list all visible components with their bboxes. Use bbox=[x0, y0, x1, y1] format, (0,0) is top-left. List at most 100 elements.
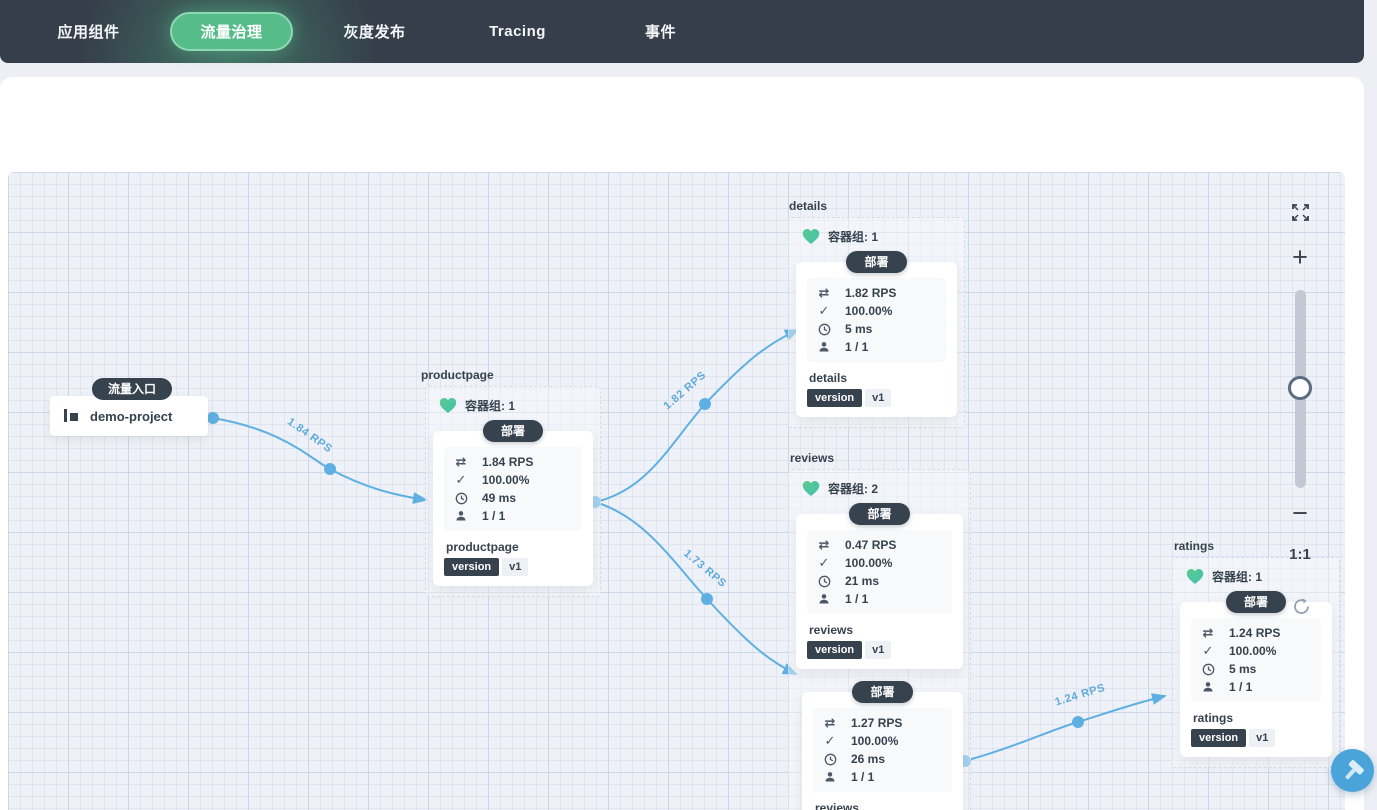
traffic-entry-badge: 流量入口 bbox=[92, 378, 173, 400]
edge-label-rps: 1.24 RPS bbox=[1054, 682, 1107, 709]
success-check-icon: ✓ bbox=[824, 733, 836, 748]
latency-value: 5 ms bbox=[845, 322, 873, 336]
pods-count-label: 容器组: 1 bbox=[1212, 570, 1263, 584]
tool-hammer-icon bbox=[1345, 759, 1364, 779]
tab-tracing[interactable]: Tracing bbox=[489, 23, 546, 40]
deployment-pill: 部署 bbox=[482, 420, 543, 442]
edge-mid-dot bbox=[699, 398, 711, 410]
service-node-productpage[interactable]: 容器组: 1 部署 ⇄ 1.84 RPS ✓ 100.00% 49 ms bbox=[425, 386, 601, 597]
deployment-card-ratings-v1[interactable]: ⇄ 1.24 RPS ✓ 100.00% 5 ms 1 / 1 bbox=[1180, 602, 1332, 757]
zoom-in-button[interactable]: + bbox=[1292, 242, 1308, 272]
deployment-card-reviews-v1[interactable]: ⇄ 0.47 RPS ✓ 100.00% 21 ms 1 / 1 bbox=[796, 514, 963, 669]
edge-productpage-details bbox=[594, 329, 800, 503]
replicas-value: 1 / 1 bbox=[1229, 680, 1253, 694]
top-navbar: 应用组件 流量治理 灰度发布 Tracing 事件 bbox=[0, 0, 1364, 63]
deployment-card-productpage-v1[interactable]: ⇄ 1.84 RPS ✓ 100.00% 49 ms 1 / 1 bbox=[433, 431, 593, 586]
active-tab-pill: 流量治理 bbox=[170, 12, 293, 51]
refresh-icon[interactable] bbox=[1291, 596, 1312, 617]
deployment-pill: 部署 bbox=[1225, 591, 1286, 613]
node-title-reviews: reviews bbox=[790, 451, 835, 465]
replicas-pods-icon bbox=[816, 341, 832, 353]
version-value-tag: v1 bbox=[1249, 729, 1276, 747]
entry-node-demo-project[interactable]: demo-project bbox=[50, 396, 208, 436]
rps-icon: ⇄ bbox=[1202, 625, 1214, 640]
latency-value: 49 ms bbox=[482, 491, 517, 505]
node-title-productpage: productpage bbox=[421, 368, 494, 382]
version-key-tag: version bbox=[1191, 729, 1247, 747]
deployment-name: reviews bbox=[815, 801, 860, 810]
tab-traffic-governance[interactable]: 流量治理 bbox=[160, 12, 303, 51]
rps-value: 1.24 RPS bbox=[1229, 626, 1281, 640]
rps-icon: ⇄ bbox=[824, 715, 836, 730]
replicas-value: 1 / 1 bbox=[482, 509, 506, 523]
version-key-tag: version bbox=[807, 389, 863, 407]
success-value: 100.00% bbox=[851, 734, 899, 748]
project-icon bbox=[64, 409, 78, 422]
latency-clock-icon bbox=[1200, 663, 1216, 676]
pods-count-label: 容器组: 1 bbox=[828, 230, 879, 244]
edge-label-rps: 1.84 RPS bbox=[285, 416, 334, 456]
tab-gray-release[interactable]: 灰度发布 bbox=[343, 24, 406, 41]
deployment-name: reviews bbox=[809, 623, 854, 637]
edge-mid-dot bbox=[701, 593, 713, 605]
pods-count-label: 容器组: 1 bbox=[465, 399, 516, 413]
tab-events[interactable]: 事件 bbox=[644, 24, 676, 41]
success-check-icon: ✓ bbox=[818, 555, 830, 570]
deployment-card-reviews-v2[interactable]: ⇄ 1.27 RPS ✓ 100.00% 26 ms 1 / 1 bbox=[802, 692, 963, 810]
deployment-name: ratings bbox=[1193, 711, 1234, 725]
replicas-pods-icon bbox=[816, 593, 832, 605]
success-check-icon: ✓ bbox=[818, 303, 830, 318]
rps-value: 1.84 RPS bbox=[482, 455, 534, 469]
replicas-value: 1 / 1 bbox=[845, 592, 869, 606]
deployment-pill: 部署 bbox=[846, 251, 907, 273]
pods-count-label: 容器组: 2 bbox=[828, 482, 879, 496]
edge-mid-dot bbox=[324, 463, 336, 475]
version-key-tag: version bbox=[444, 558, 500, 576]
health-heart-icon bbox=[1186, 569, 1204, 584]
edge-label-rps: 1.73 RPS bbox=[681, 547, 728, 590]
rps-value: 0.47 RPS bbox=[845, 538, 897, 552]
zoom-slider-thumb[interactable] bbox=[1288, 376, 1312, 400]
version-value-tag: v1 bbox=[502, 558, 529, 576]
success-value: 100.00% bbox=[845, 304, 893, 318]
replicas-pods-icon bbox=[1200, 681, 1216, 693]
success-value: 100.00% bbox=[482, 473, 530, 487]
latency-value: 26 ms bbox=[851, 752, 886, 766]
replicas-value: 1 / 1 bbox=[851, 770, 875, 784]
latency-clock-icon bbox=[822, 753, 838, 766]
entry-node-label: demo-project bbox=[90, 408, 173, 424]
rps-icon: ⇄ bbox=[455, 454, 467, 469]
deployment-pill: 部署 bbox=[852, 681, 913, 703]
deployment-pill: 部署 bbox=[849, 503, 910, 525]
content-panel: 1.84 RPS 1.82 RPS 1.73 RPS 1.24 RPS 流量入口… bbox=[0, 77, 1364, 810]
deployment-name: details bbox=[809, 371, 848, 385]
latency-clock-icon bbox=[816, 575, 832, 588]
deployment-card-details-v1[interactable]: ⇄ 1.82 RPS ✓ 100.00% 5 ms 1 / 1 bbox=[796, 262, 957, 417]
topology-canvas[interactable]: 1.84 RPS 1.82 RPS 1.73 RPS 1.24 RPS 流量入口… bbox=[8, 172, 1345, 810]
service-node-details[interactable]: 容器组: 1 部署 ⇄ 1.82 RPS ✓ 100.00% 5 ms bbox=[788, 217, 965, 428]
latency-clock-icon bbox=[453, 492, 469, 505]
health-heart-icon bbox=[439, 398, 457, 413]
zoom-out-button[interactable]: − bbox=[1292, 498, 1308, 528]
rps-icon: ⇄ bbox=[818, 285, 830, 300]
tab-app-components[interactable]: 应用组件 bbox=[57, 24, 120, 41]
rps-value: 1.82 RPS bbox=[845, 286, 897, 300]
service-node-reviews[interactable]: 容器组: 2 部署 ⇄ 0.47 RPS ✓ 100.00% 21 ms bbox=[788, 469, 971, 810]
deployment-name: productpage bbox=[446, 540, 519, 554]
rps-value: 1.27 RPS bbox=[851, 716, 903, 730]
fullscreen-icon[interactable] bbox=[1291, 203, 1310, 222]
health-heart-icon bbox=[802, 229, 820, 244]
version-value-tag: v1 bbox=[865, 389, 892, 407]
edge-productpage-reviews bbox=[594, 501, 798, 675]
success-value: 100.00% bbox=[845, 556, 893, 570]
edge-mid-dot bbox=[1072, 716, 1084, 728]
node-title-ratings: ratings bbox=[1174, 539, 1215, 553]
replicas-pods-icon bbox=[453, 510, 469, 522]
tool-hammer-button[interactable] bbox=[1331, 749, 1374, 792]
version-key-tag: version bbox=[807, 641, 863, 659]
health-heart-icon bbox=[802, 481, 820, 496]
service-node-ratings[interactable]: 容器组: 1 部署 ⇄ 1.24 RPS ✓ 100.00% 5 ms bbox=[1172, 557, 1340, 768]
latency-value: 5 ms bbox=[1229, 662, 1257, 676]
node-title-details: details bbox=[789, 199, 828, 213]
success-value: 100.00% bbox=[1229, 644, 1277, 658]
